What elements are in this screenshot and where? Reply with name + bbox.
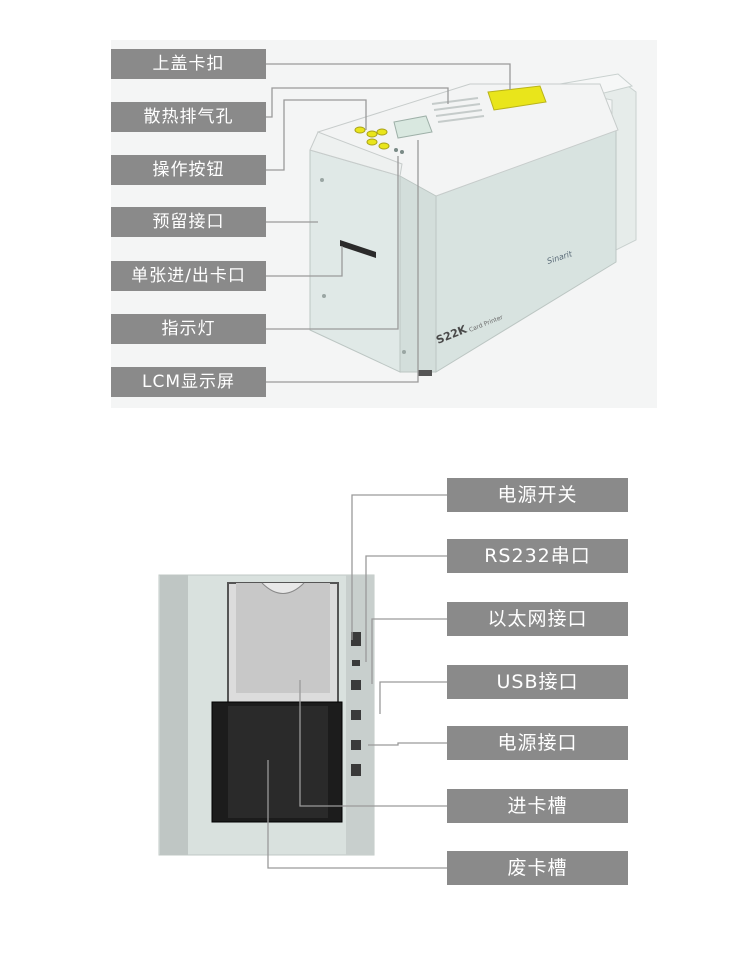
card-slot (340, 240, 376, 258)
rear-printer-illustration (160, 575, 374, 855)
bottom-leader-lines (267, 494, 447, 869)
vent-grille (431, 97, 485, 123)
yellow-ribbon-icon (487, 85, 547, 111)
device-front-face (309, 149, 401, 373)
label-lcm-display: LCM显示屏 (111, 367, 266, 397)
label-indicator-light: 指示灯 (111, 314, 266, 344)
front-printer-illustration: Sinarit S22K Card Printer (309, 73, 637, 376)
label-card-feed-slot: 进卡槽 (447, 789, 628, 823)
label-power-port: 电源接口 (447, 726, 628, 760)
label-rs232-port: RS232串口 (447, 539, 628, 573)
lcm-screen (393, 115, 433, 139)
label-operation-buttons: 操作按钮 (111, 155, 266, 185)
label-usb-port: USB接口 (447, 665, 628, 699)
label-reject-card-bin: 废卡槽 (447, 851, 628, 885)
label-power-switch: 电源开关 (447, 478, 628, 512)
label-cooling-vents: 散热排气孔 (111, 102, 266, 132)
label-top-cover-latch: 上盖卡扣 (111, 49, 266, 79)
label-single-card-slot: 单张进/出卡口 (111, 261, 266, 291)
label-ethernet-port: 以太网接口 (447, 602, 628, 636)
top-leader-lines (266, 63, 511, 383)
operation-buttons (354, 126, 390, 150)
label-reserved-port: 预留接口 (111, 207, 266, 237)
